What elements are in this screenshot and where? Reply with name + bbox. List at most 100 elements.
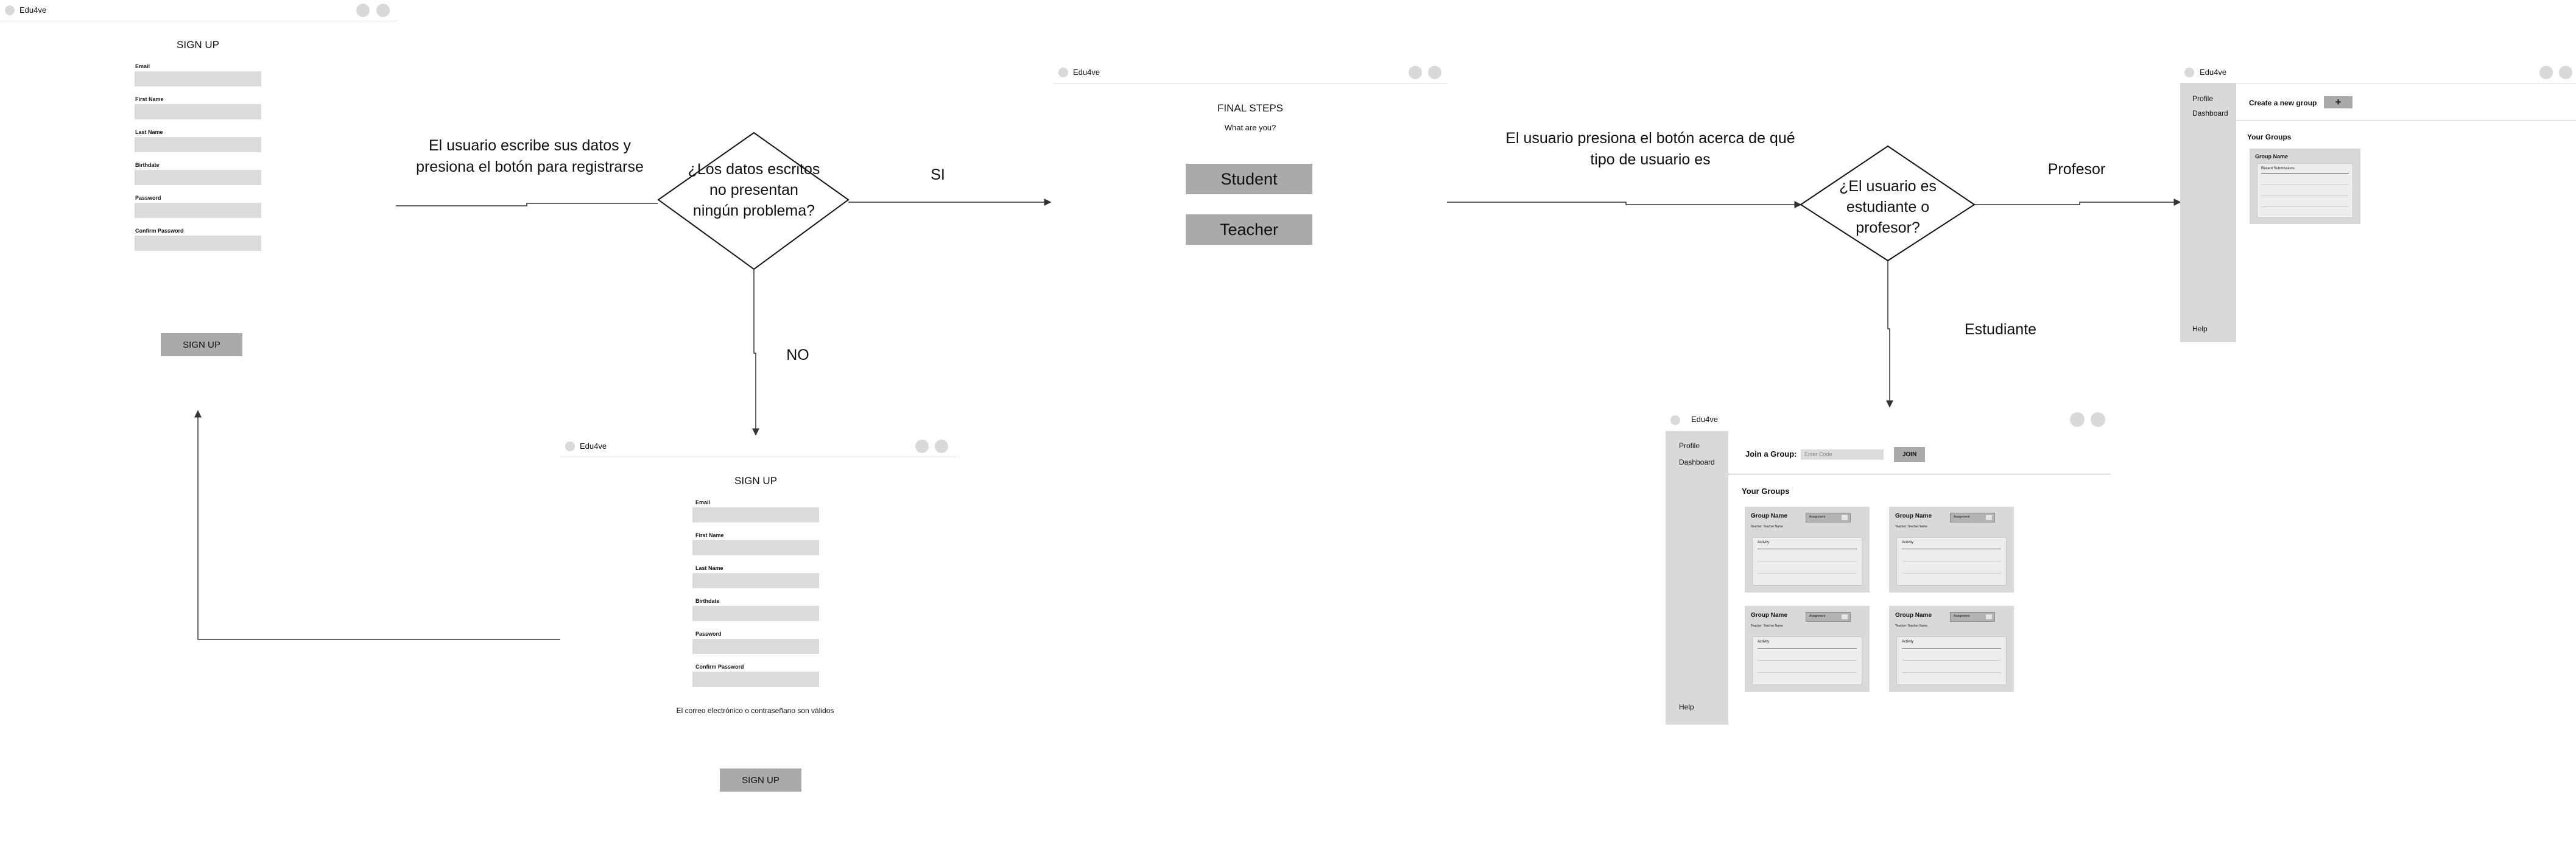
app-logo-icon (5, 5, 15, 15)
confirm-password-label: Confirm Password (695, 664, 744, 670)
your-groups-heading: Your Groups (1742, 487, 1790, 496)
close-icon[interactable] (1428, 66, 1441, 79)
password-label: Password (695, 631, 722, 637)
sidebar-item-dashboard[interactable]: Dashboard (1679, 458, 1715, 466)
sidebar-item-profile[interactable]: Profile (1679, 441, 1700, 450)
window-titlebar: Edu4ve (0, 0, 396, 21)
list-line (1758, 660, 1857, 661)
student-button[interactable]: Student (1186, 164, 1312, 194)
confirm-password-label: Confirm Password (135, 228, 184, 234)
signup-window: Edu4ve SIGN UP Email First Name Last Nam… (0, 0, 396, 390)
minimize-icon[interactable] (2539, 66, 2553, 79)
form-title: SIGN UP (734, 475, 777, 487)
no-label: NO (786, 346, 809, 364)
decision1-text: ¿Los datos escritos no presentan ningún … (688, 161, 820, 219)
create-group-button[interactable]: + (2324, 96, 2353, 108)
signup-button[interactable]: SIGN UP (720, 768, 801, 792)
group-card[interactable]: Group Name Teacher: Teacher Name Assignm… (1745, 507, 1870, 593)
badge-toggle-icon (1842, 515, 1848, 520)
app-title: Edu4ve (1691, 415, 1719, 424)
first-name-label: First Name (135, 96, 164, 102)
app-logo-icon (565, 441, 575, 451)
your-groups-heading: Your Groups (2247, 133, 2292, 141)
sidebar-item-dashboard[interactable]: Dashboard (2192, 109, 2228, 118)
app-logo-icon (1058, 68, 1068, 77)
list-line (1902, 672, 2001, 673)
arrow-decision2-teacher (1974, 199, 2181, 206)
assignment-badge: Assignment (1806, 513, 1851, 522)
sidebar-item-help[interactable]: Help (1679, 703, 1694, 711)
student-button-label: Student (1220, 169, 1278, 188)
plus-icon: + (2335, 96, 2342, 108)
signup-button[interactable]: SIGN UP (161, 333, 242, 356)
close-icon[interactable] (2091, 412, 2105, 427)
sidebar-item-profile[interactable]: Profile (2192, 94, 2214, 103)
app-title: Edu4ve (1073, 68, 1100, 77)
birthdate-field[interactable] (135, 170, 261, 185)
group-name: Group Name (1751, 612, 1788, 619)
last-name-label: Last Name (695, 565, 723, 571)
activity-box: Activity (1896, 537, 2007, 586)
group-card[interactable]: Group Name Teacher: Teacher Name Assignm… (1889, 507, 2014, 593)
activity-box: Activity (1752, 537, 1862, 586)
activity-box: Activity (1752, 636, 1862, 685)
final-steps-title: FINAL STEPS (1217, 102, 1283, 114)
signup-button-label: SIGN UP (183, 339, 220, 350)
last-name-field[interactable] (692, 573, 819, 588)
group-card[interactable]: Group Name Recent Submissions (2250, 149, 2360, 224)
final-steps-window: Edu4ve FINAL STEPS What are you? Student… (1054, 62, 1447, 275)
confirm-password-field[interactable] (135, 236, 261, 251)
badge-toggle-icon (1986, 614, 1992, 619)
student-label: Estudiante (1964, 321, 2037, 338)
close-icon[interactable] (376, 4, 390, 17)
group-card[interactable]: Group Name Teacher: Teacher Name Assignm… (1745, 606, 1870, 692)
window-titlebar: Edu4ve (1666, 409, 2110, 431)
group-name: Group Name (1895, 612, 1932, 619)
email-field[interactable] (135, 71, 261, 86)
arrow-decision1-no (752, 269, 759, 436)
minimize-icon[interactable] (356, 4, 370, 17)
email-label: Email (695, 499, 711, 505)
app-logo-icon (1670, 415, 1680, 425)
sidebar: Profile Dashboard Help (1666, 431, 1728, 725)
join-code-input[interactable]: Enter Code (1801, 449, 1884, 460)
close-icon[interactable] (935, 440, 948, 453)
decision1-diamond (657, 132, 850, 270)
email-field[interactable] (692, 507, 819, 522)
teacher-label: Profesor (2047, 161, 2106, 178)
step2-text: El usuario presiona el botón acerca de q… (1505, 130, 1795, 168)
yes-label: SI (931, 166, 945, 183)
minimize-icon[interactable] (2070, 412, 2085, 427)
confirm-password-field[interactable] (692, 672, 819, 687)
list-line (1902, 660, 2001, 661)
list-line (2261, 206, 2349, 207)
first-name-field[interactable] (692, 540, 819, 555)
badge-toggle-icon (1842, 614, 1848, 619)
birthdate-label: Birthdate (695, 598, 720, 604)
teacher-name: Teacher: Teacher Name (1751, 525, 1783, 529)
activity-label: Activity (1758, 640, 1770, 644)
password-field[interactable] (692, 639, 819, 654)
list-line (1758, 672, 1857, 673)
password-field[interactable] (135, 203, 261, 218)
step1-text: El usuario escribe sus datos y presiona … (416, 137, 644, 175)
last-name-field[interactable] (135, 137, 261, 152)
teacher-button[interactable]: Teacher (1186, 214, 1312, 245)
password-label: Password (135, 195, 161, 201)
group-card[interactable]: Group Name Teacher: Teacher Name Assignm… (1889, 606, 2014, 692)
join-button[interactable]: JOIN (1894, 447, 1925, 462)
birthdate-field[interactable] (692, 606, 819, 621)
app-title: Edu4ve (19, 5, 47, 15)
badge-toggle-icon (1986, 515, 1992, 520)
signup-error-window: Edu4ve SIGN UP Email First Name Last Nam… (560, 436, 956, 801)
group-name: Group Name (1895, 513, 1932, 519)
activity-label: Activity (1758, 541, 1770, 544)
first-name-field[interactable] (135, 104, 261, 119)
teacher-dashboard-window: Edu4ve Profile Dashboard Help Create a n… (2180, 62, 2576, 342)
close-icon[interactable] (2559, 66, 2572, 79)
minimize-icon[interactable] (915, 440, 929, 453)
decision2-text: ¿El usuario es estudiante o profesor? (1839, 178, 1937, 236)
minimize-icon[interactable] (1409, 66, 1422, 79)
divider (1902, 648, 2001, 649)
sidebar-item-help[interactable]: Help (2192, 325, 2208, 333)
